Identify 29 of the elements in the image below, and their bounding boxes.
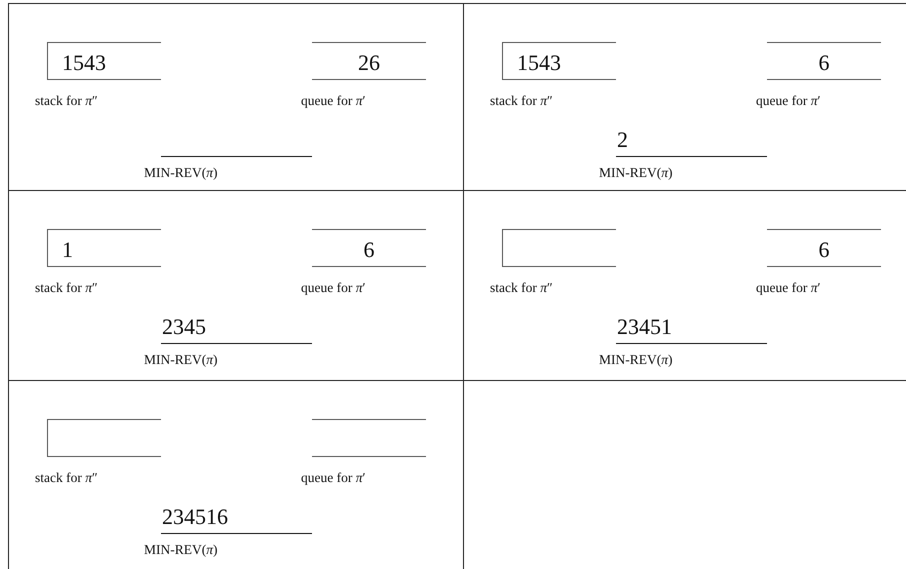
value-text: 6 xyxy=(818,237,830,263)
panel xyxy=(8,380,464,569)
value-text: 1 xyxy=(62,237,73,263)
value-text: 234516 xyxy=(162,504,228,530)
panel xyxy=(8,3,464,190)
panel xyxy=(8,190,464,380)
node-label: MIN-REV(π) xyxy=(144,542,218,558)
node-label: queue for π′ xyxy=(756,93,820,109)
node-label: stack for π″ xyxy=(490,93,553,109)
value-text: 1543 xyxy=(517,50,561,76)
node-label: stack for π″ xyxy=(35,93,98,109)
node-label: stack for π″ xyxy=(35,280,98,296)
node-label: queue for π′ xyxy=(301,93,366,109)
node-label: MIN-REV(π) xyxy=(144,352,218,368)
value-text: 6 xyxy=(818,50,830,76)
node-label: stack for π″ xyxy=(490,280,553,296)
node-label: MIN-REV(π) xyxy=(599,352,673,368)
node-label: queue for π′ xyxy=(756,280,820,296)
node-label: MIN-REV(π) xyxy=(599,165,673,181)
node-label: MIN-REV(π) xyxy=(144,165,218,181)
value-text: 1543 xyxy=(62,50,106,76)
value-text: 23451 xyxy=(617,314,672,340)
value-text: 2 xyxy=(617,127,628,153)
value-text: 26 xyxy=(357,50,381,76)
node-label: stack for π″ xyxy=(35,470,98,486)
value-text: 6 xyxy=(362,237,376,263)
value-text: 2345 xyxy=(162,314,206,340)
node-label: queue for π′ xyxy=(301,470,366,486)
node-label: queue for π′ xyxy=(301,280,366,296)
